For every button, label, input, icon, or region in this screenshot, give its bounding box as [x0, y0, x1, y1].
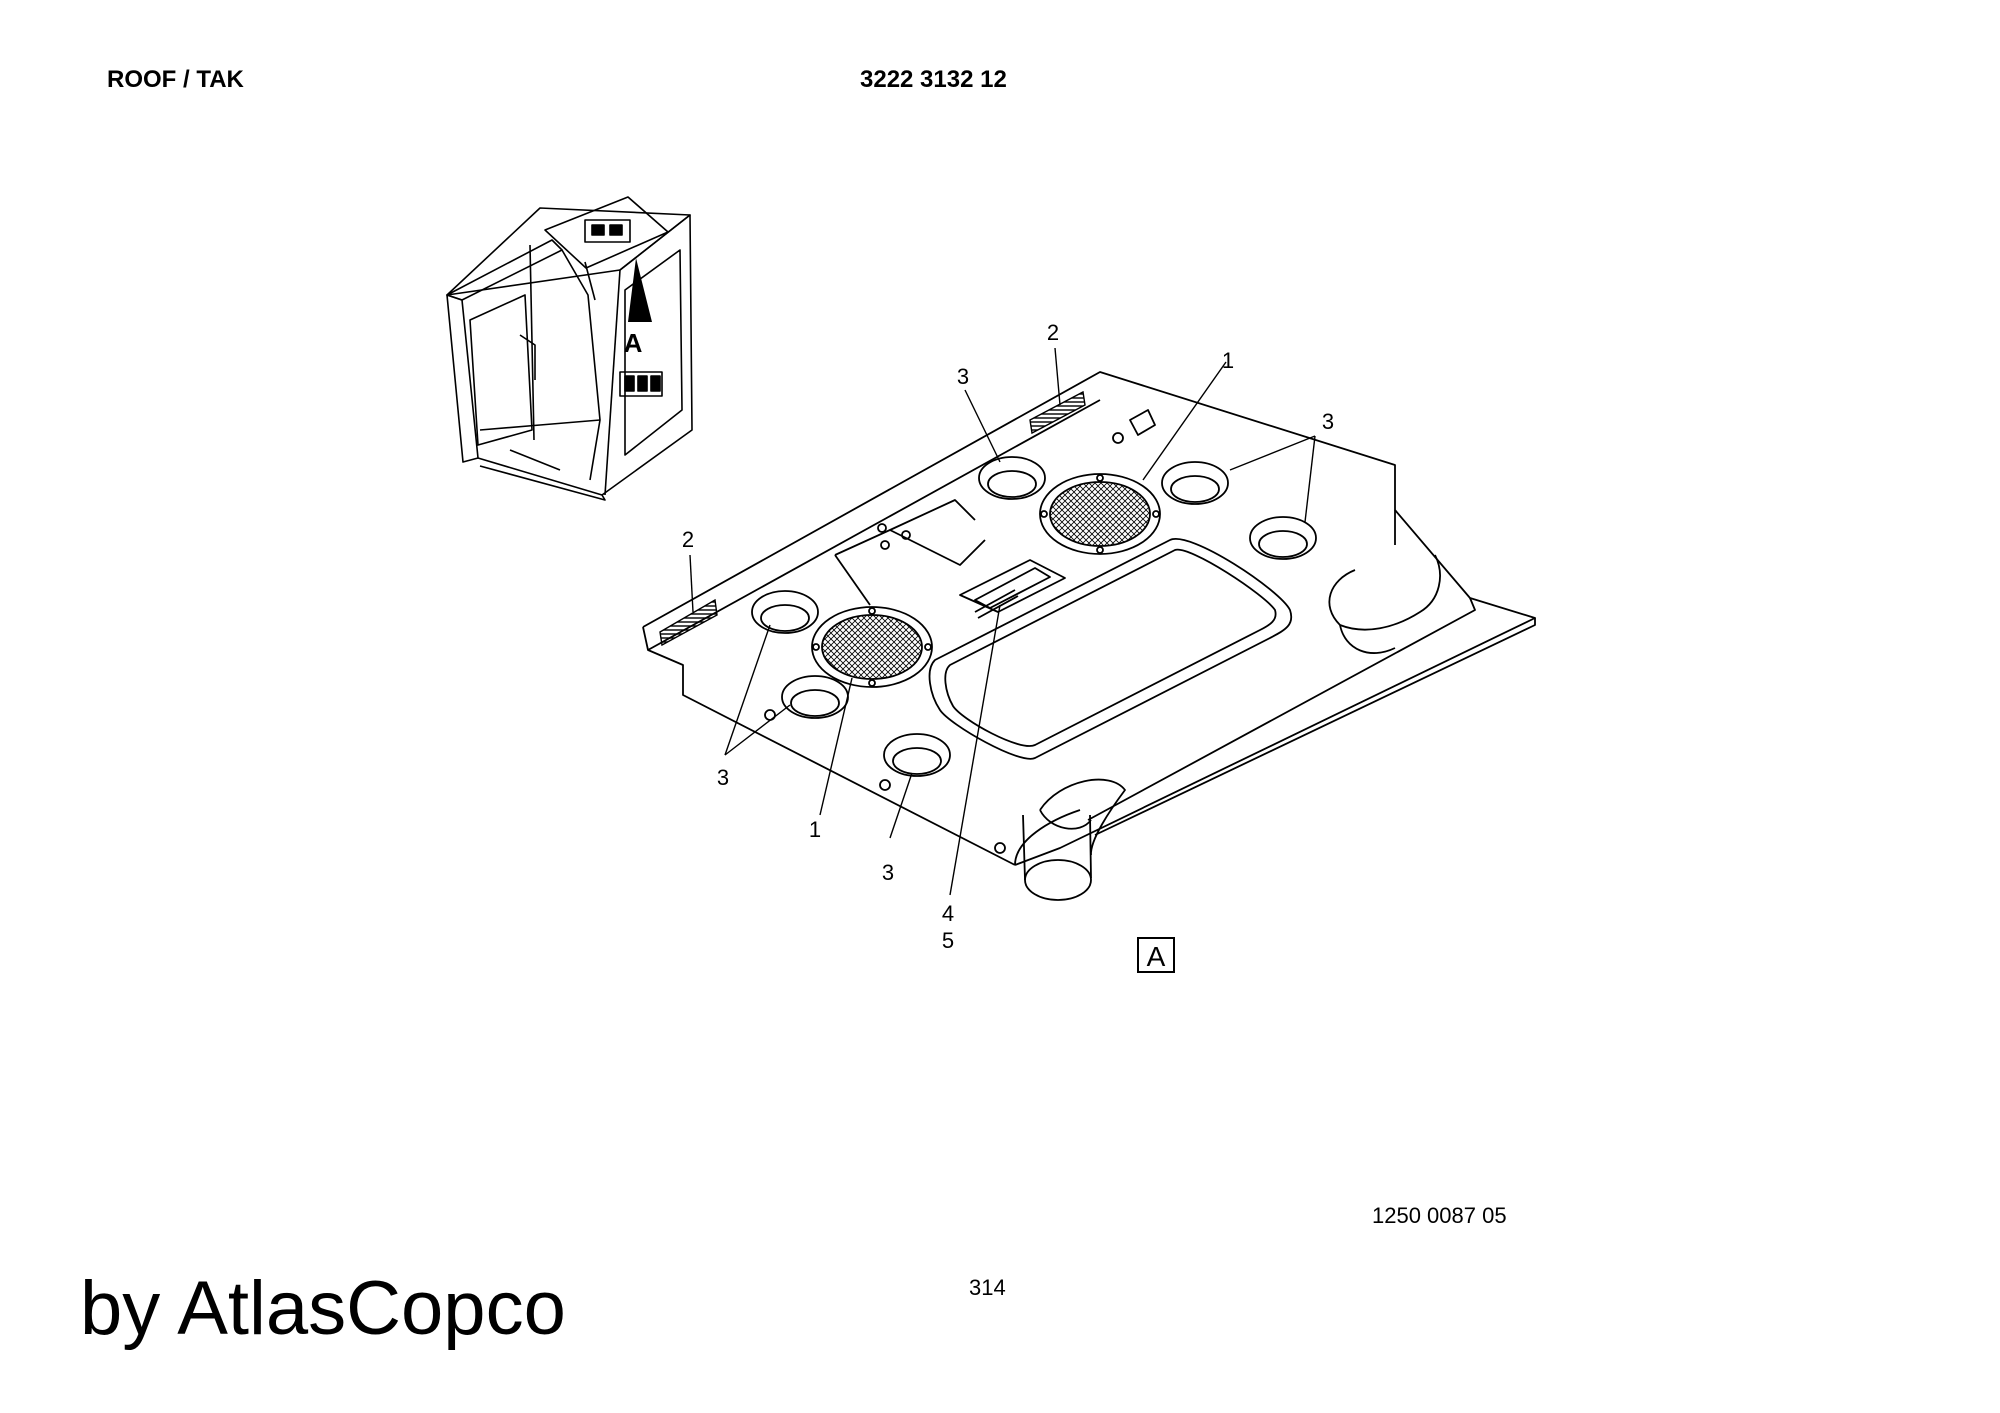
roof-panel [642, 371, 1536, 901]
callout-4: 4 [942, 901, 954, 926]
air-nozzles [751, 456, 1317, 777]
page-number: 314 [969, 1275, 1006, 1300]
page-title: ROOF / TAK [107, 66, 244, 93]
view-arrow-icon [628, 258, 652, 322]
callout-1: 1 [1222, 348, 1234, 373]
speakers [811, 473, 1161, 688]
leader-lines [689, 347, 1316, 896]
view-letter: A [624, 328, 643, 358]
callout-3: 3 [957, 364, 969, 389]
callout-3: 3 [717, 765, 729, 790]
view-label: A [1147, 941, 1166, 972]
callout-2: 2 [682, 527, 694, 552]
cab-overview [446, 196, 693, 501]
vent-grilles [659, 390, 1086, 647]
brand-watermark: by AtlasCopco [80, 1266, 566, 1351]
callout-3: 3 [1322, 409, 1334, 434]
callout-1: 1 [809, 817, 821, 842]
reference-number: 1250 0087 05 [1372, 1203, 1507, 1228]
view-label-box [1137, 937, 1175, 973]
callout-2: 2 [1047, 320, 1059, 345]
part-number: 3222 3132 12 [860, 66, 1007, 93]
callout-3: 3 [882, 860, 894, 885]
callout-5: 5 [942, 928, 954, 953]
